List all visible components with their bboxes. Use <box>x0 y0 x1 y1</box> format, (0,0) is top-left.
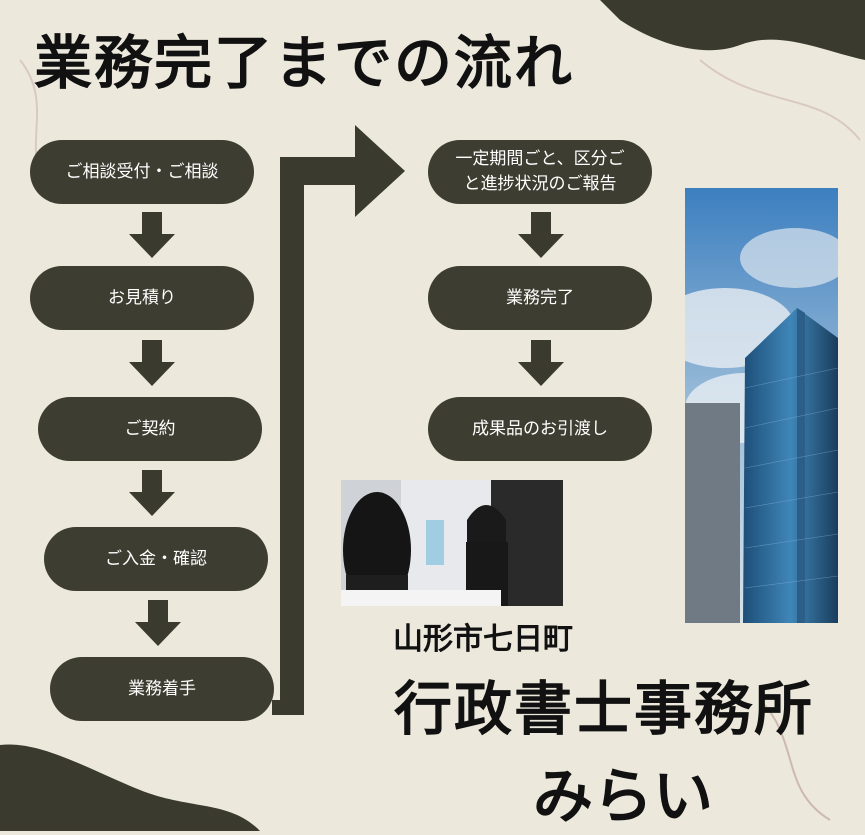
flow-step-start: 業務着手 <box>50 657 274 721</box>
flow-step-consultation: ご相談受付・ご相談 <box>30 140 254 204</box>
down-arrow-icon <box>518 212 564 258</box>
down-arrow-icon <box>135 600 181 646</box>
page-title: 業務完了までの流れ <box>34 29 575 97</box>
squiggle-line <box>699 59 861 141</box>
meeting-photo <box>341 480 563 606</box>
building-photo <box>685 188 838 623</box>
bottom-left-blob <box>0 744 260 831</box>
squiggle-line <box>759 699 831 821</box>
office-location: 山形市七日町 <box>393 622 573 657</box>
down-arrow-icon <box>518 340 564 386</box>
connector-arrow-icon <box>272 125 405 715</box>
office-brand: みらい <box>533 762 713 832</box>
office-name: 行政書士事務所 <box>394 675 815 743</box>
top-right-blob <box>600 0 865 60</box>
flow-step-contract: ご契約 <box>38 397 262 461</box>
flow-step-delivery: 成果品のお引渡し <box>428 397 652 461</box>
flow-step-progress-report: 一定期間ごと、区分ご と進捗状況のご報告 <box>428 140 652 204</box>
down-arrow-icon <box>129 340 175 386</box>
down-arrow-icon <box>129 212 175 258</box>
flow-step-payment: ご入金・確認 <box>44 527 268 591</box>
flow-step-estimate: お見積り <box>30 266 254 330</box>
flow-step-completion: 業務完了 <box>428 266 652 330</box>
down-arrow-icon <box>129 470 175 516</box>
